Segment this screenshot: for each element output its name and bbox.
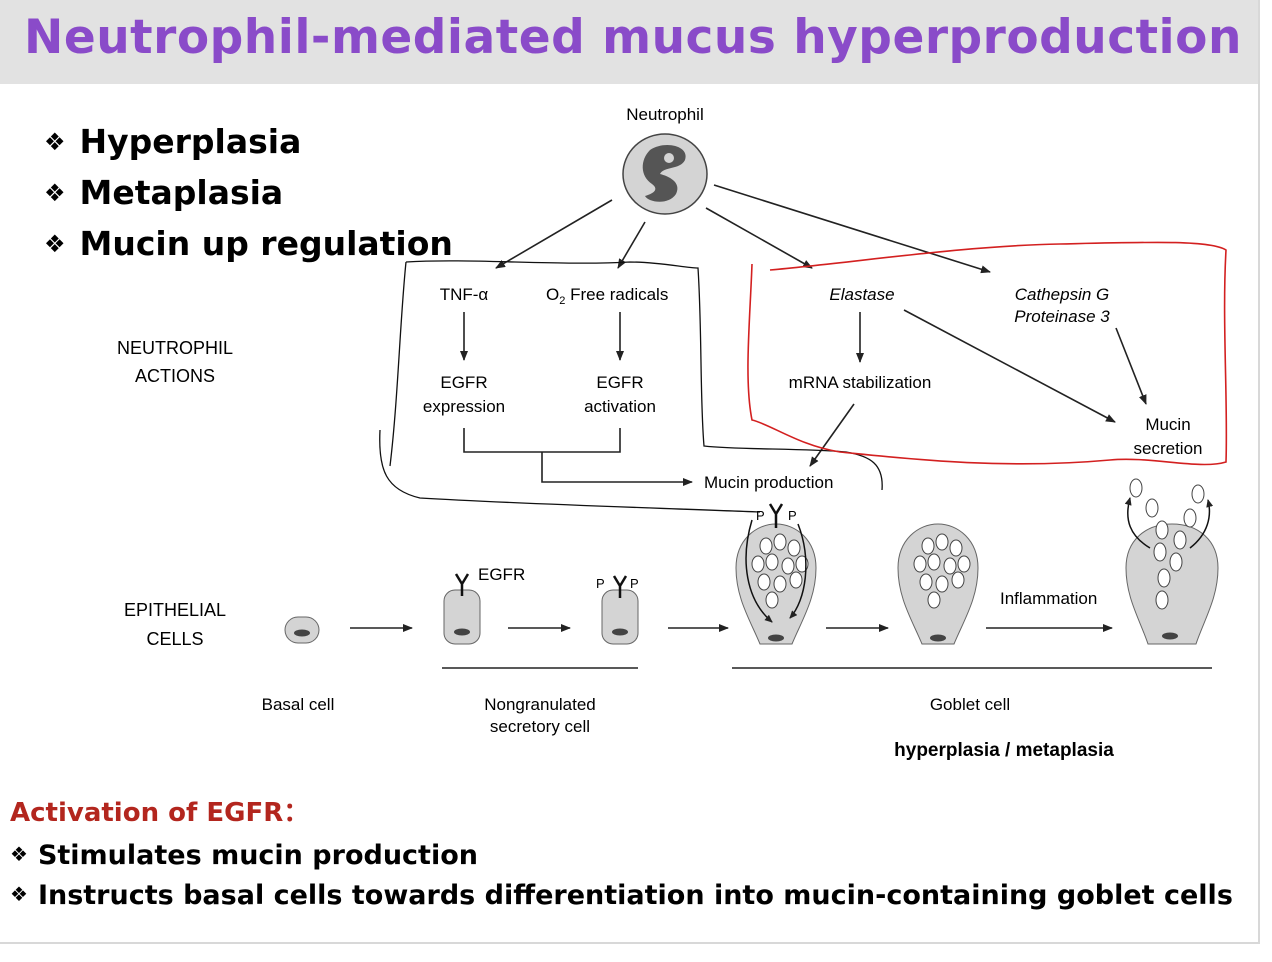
free-radicals-label: O2 Free radicals: [546, 285, 668, 307]
tnf-alpha-label: TNF-α: [440, 285, 489, 304]
basal-cell-icon: [284, 616, 320, 644]
elastase-label: Elastase: [829, 285, 894, 304]
top-bullet-list: ❖Hyperplasia ❖Metaplasia ❖Mucin up regul…: [44, 116, 453, 269]
red-annotation-outline: [747, 241, 1228, 466]
diamond-bullet-icon: ❖: [10, 882, 28, 906]
egfr-activation-label: EGFR: [596, 373, 643, 392]
bullet-stimulates-mucin: ❖Stimulates mucin production: [10, 840, 478, 871]
egfr-expression-label: EGFR: [440, 373, 487, 392]
title-bar: Neutrophil-mediated mucus hyperproductio…: [0, 0, 1258, 84]
neutrophil-arrows: [495, 184, 991, 274]
egfr-arrows: [460, 312, 624, 361]
phospho-label-goblet-left: P: [756, 508, 765, 523]
phospho-label-left: P: [596, 576, 605, 591]
egfr-receptor-label: EGFR: [478, 565, 525, 584]
cathepsin-label: Cathepsin G: [1015, 285, 1110, 304]
slide-title: Neutrophil-mediated mucus hyperproductio…: [24, 10, 1242, 65]
goblet-cell-1-icon: [735, 503, 817, 645]
diamond-bullet-icon: ❖: [44, 179, 66, 207]
bullet-mucin-upregulation: ❖Mucin up regulation: [44, 224, 453, 263]
activated-cell-icon: [601, 575, 639, 645]
egfr-activation-label-2: activation: [584, 397, 656, 416]
diamond-bullet-icon: ❖: [44, 128, 66, 156]
mucin-production-label: Mucin production: [704, 473, 833, 492]
section-label-neutrophil-actions-2: ACTIONS: [135, 366, 215, 386]
mucin-secretion-label: Mucin: [1145, 415, 1190, 434]
hyperplasia-metaplasia-label: hyperplasia / metaplasia: [894, 740, 1114, 761]
neutrophil-cell-icon: [622, 133, 708, 215]
secreting-goblet-cell-icon: [1124, 478, 1219, 645]
nongranulated-label-2: secretory cell: [490, 717, 590, 736]
slide: Neutrophil-mediated mucus hyperproductio…: [0, 0, 1260, 944]
mrna-stabilization-label: mRNA stabilization: [789, 373, 932, 392]
basal-cell-label: Basal cell: [262, 695, 335, 714]
proteinase-label: Proteinase 3: [1014, 307, 1110, 326]
protease-arrows: [809, 309, 1147, 467]
mucin-secretion-label-2: secretion: [1134, 439, 1203, 458]
activation-heading: Activation of EGFR：: [10, 798, 310, 828]
neutrophil-label: Neutrophil: [626, 105, 704, 124]
section-label-neutrophil-actions: NEUTROPHIL: [117, 338, 233, 358]
section-label-epithelial-cells: EPITHELIAL: [124, 600, 226, 620]
bullet-hyperplasia: ❖Hyperplasia: [44, 122, 302, 161]
nongranulated-cell-icon: [443, 573, 481, 645]
inflammation-label: Inflammation: [1000, 589, 1097, 608]
goblet-cell-label: Goblet cell: [930, 695, 1010, 714]
bottom-bullet-list: ❖Stimulates mucin production ❖Instructs …: [10, 834, 1233, 914]
phospho-label-goblet-right: P: [788, 508, 797, 523]
mucin-production-connector: [463, 428, 693, 486]
egfr-expression-label-2: expression: [423, 397, 505, 416]
goblet-cell-2-icon: [897, 523, 979, 645]
bullet-instructs-basal-cells: ❖Instructs basal cells towards different…: [10, 880, 1233, 911]
section-label-epithelial-cells-2: CELLS: [146, 629, 203, 649]
bullet-metaplasia: ❖Metaplasia: [44, 173, 284, 212]
phospho-label-right: P: [630, 576, 639, 591]
diamond-bullet-icon: ❖: [44, 230, 66, 258]
diamond-bullet-icon: ❖: [10, 842, 28, 866]
nongranulated-label: Nongranulated: [484, 695, 596, 714]
